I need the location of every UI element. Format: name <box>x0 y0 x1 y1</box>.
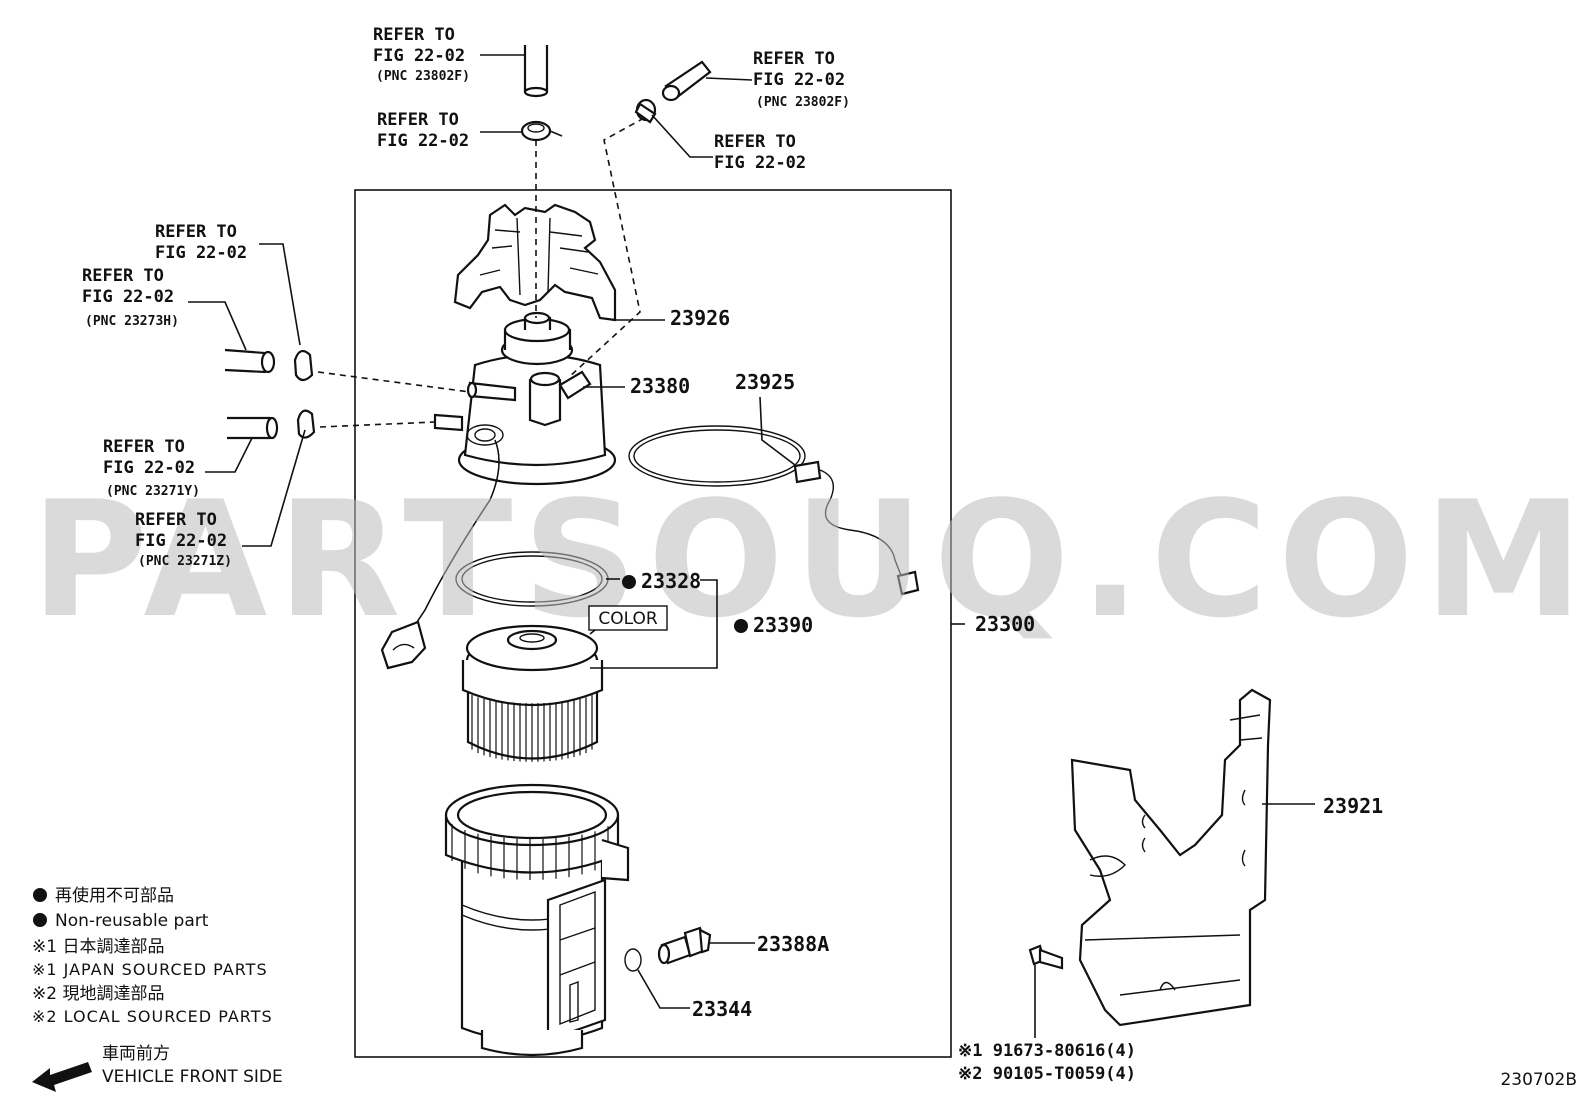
bolt-part-number-2[interactable]: ※2 90105-T0059(4) <box>958 1064 1136 1084</box>
bracket-23921 <box>1070 688 1272 1027</box>
right-hose <box>661 60 712 102</box>
svg-text:REFER TO: REFER TO <box>753 49 835 69</box>
svg-text:FIG 22-02: FIG 22-02 <box>103 458 195 478</box>
right-clamp <box>634 98 657 124</box>
svg-text:FIG 22-02: FIG 22-02 <box>135 531 227 551</box>
svg-text:車両前方: 車両前方 <box>102 1044 170 1064</box>
svg-text:(PNC 23802F): (PNC 23802F) <box>756 95 850 110</box>
svg-text:※1 JAPAN SOURCED PARTS: ※1 JAPAN SOURCED PARTS <box>32 960 268 979</box>
svg-text:※2 LOCAL SOURCED PARTS: ※2 LOCAL SOURCED PARTS <box>32 1007 273 1026</box>
ref-label-3: REFER TO FIG 22-02 (PNC 23802F) <box>753 49 850 110</box>
svg-text:REFER TO: REFER TO <box>377 110 459 130</box>
bolt-part-number-1[interactable]: ※1 91673-80616(4) <box>958 1041 1136 1061</box>
part-number-23380[interactable]: 23380 <box>630 374 690 398</box>
part-number-23921[interactable]: 23921 <box>1323 794 1383 818</box>
ref-label-8: REFER TO FIG 22-02 (PNC 23271Z) <box>135 510 232 569</box>
ref-label-7: REFER TO FIG 22-02 (PNC 23271Y) <box>103 437 200 499</box>
ref-label-2: REFER TO FIG 22-02 <box>377 110 469 151</box>
svg-text:(PNC 23273H): (PNC 23273H) <box>85 314 179 329</box>
svg-text:REFER TO: REFER TO <box>155 222 237 242</box>
non-reusable-marker <box>734 619 748 633</box>
part-number-23344[interactable]: 23344 <box>692 997 752 1021</box>
bolt <box>1028 944 1064 970</box>
part-number-23926[interactable]: 23926 <box>670 306 730 330</box>
svg-text:FIG 22-02: FIG 22-02 <box>373 46 465 66</box>
svg-text:REFER TO: REFER TO <box>82 266 164 286</box>
drain-plug-23388A <box>657 926 712 965</box>
part-number-23925[interactable]: 23925 <box>735 370 795 394</box>
svg-text:COLOR: COLOR <box>598 609 657 629</box>
part-number-23390[interactable]: 23390 <box>753 613 813 637</box>
figure-id: 230702B <box>1500 1070 1577 1090</box>
svg-text:FIG 22-02: FIG 22-02 <box>82 287 174 307</box>
non-reusable-marker <box>622 575 636 589</box>
svg-text:FIG 22-02: FIG 22-02 <box>377 131 469 151</box>
svg-text:VEHICLE FRONT SIDE: VEHICLE FRONT SIDE <box>102 1067 283 1087</box>
svg-text:REFER TO: REFER TO <box>135 510 217 530</box>
part-number-23328[interactable]: 23328 <box>641 569 701 593</box>
svg-text:(PNC 23802F): (PNC 23802F) <box>376 69 470 84</box>
filter-element-23390 <box>461 624 604 762</box>
svg-text:(PNC 23271Z): (PNC 23271Z) <box>138 554 232 569</box>
svg-text:(PNC 23271Y): (PNC 23271Y) <box>106 484 200 499</box>
ref-label-6: REFER TO FIG 22-02 (PNC 23273H) <box>82 266 179 329</box>
watermark: PARTSOUQ.COM <box>31 466 1592 653</box>
vehicle-front-arrow-icon <box>32 1062 92 1092</box>
left-clamp-upper <box>293 349 314 382</box>
o-ring-23925 <box>628 425 920 596</box>
svg-text:※2 現地調達部品: ※2 現地調達部品 <box>32 984 164 1004</box>
part-number-23300[interactable]: 23300 <box>975 612 1035 636</box>
ref-label-5: REFER TO FIG 22-02 <box>155 222 247 263</box>
ref-label-1: REFER TO FIG 22-02 (PNC 23802F) <box>373 25 470 84</box>
part-number-23388A[interactable]: 23388A <box>757 932 829 956</box>
ref-label-4: REFER TO FIG 22-02 <box>714 132 806 173</box>
left-hose-lower <box>227 416 279 440</box>
left-clamp-lower <box>296 409 316 439</box>
top-clamp <box>520 120 563 142</box>
svg-text:REFER TO: REFER TO <box>714 132 796 152</box>
top-hose <box>523 45 549 98</box>
heat-shield-23926 <box>453 203 617 322</box>
legend: 再使用不可部品 Non-reusable part ※1 日本調達部品 ※1 J… <box>32 885 283 1092</box>
svg-text:FIG 22-02: FIG 22-02 <box>155 243 247 263</box>
color-tag: COLOR <box>588 605 668 631</box>
svg-text:再使用不可部品: 再使用不可部品 <box>55 885 174 906</box>
svg-text:※1 日本調達部品: ※1 日本調達部品 <box>32 937 164 957</box>
sensor-wire-harness <box>380 439 500 670</box>
o-ring-23344 <box>624 948 642 972</box>
svg-text:REFER TO: REFER TO <box>373 25 455 45</box>
svg-text:FIG 22-02: FIG 22-02 <box>714 153 806 173</box>
svg-text:Non-reusable part: Non-reusable part <box>55 911 209 931</box>
filter-head-23380 <box>433 311 617 486</box>
svg-text:FIG 22-02: FIG 22-02 <box>753 70 845 90</box>
filter-bowl <box>444 783 630 1057</box>
left-hose-upper <box>224 348 276 374</box>
svg-text:REFER TO: REFER TO <box>103 437 185 457</box>
